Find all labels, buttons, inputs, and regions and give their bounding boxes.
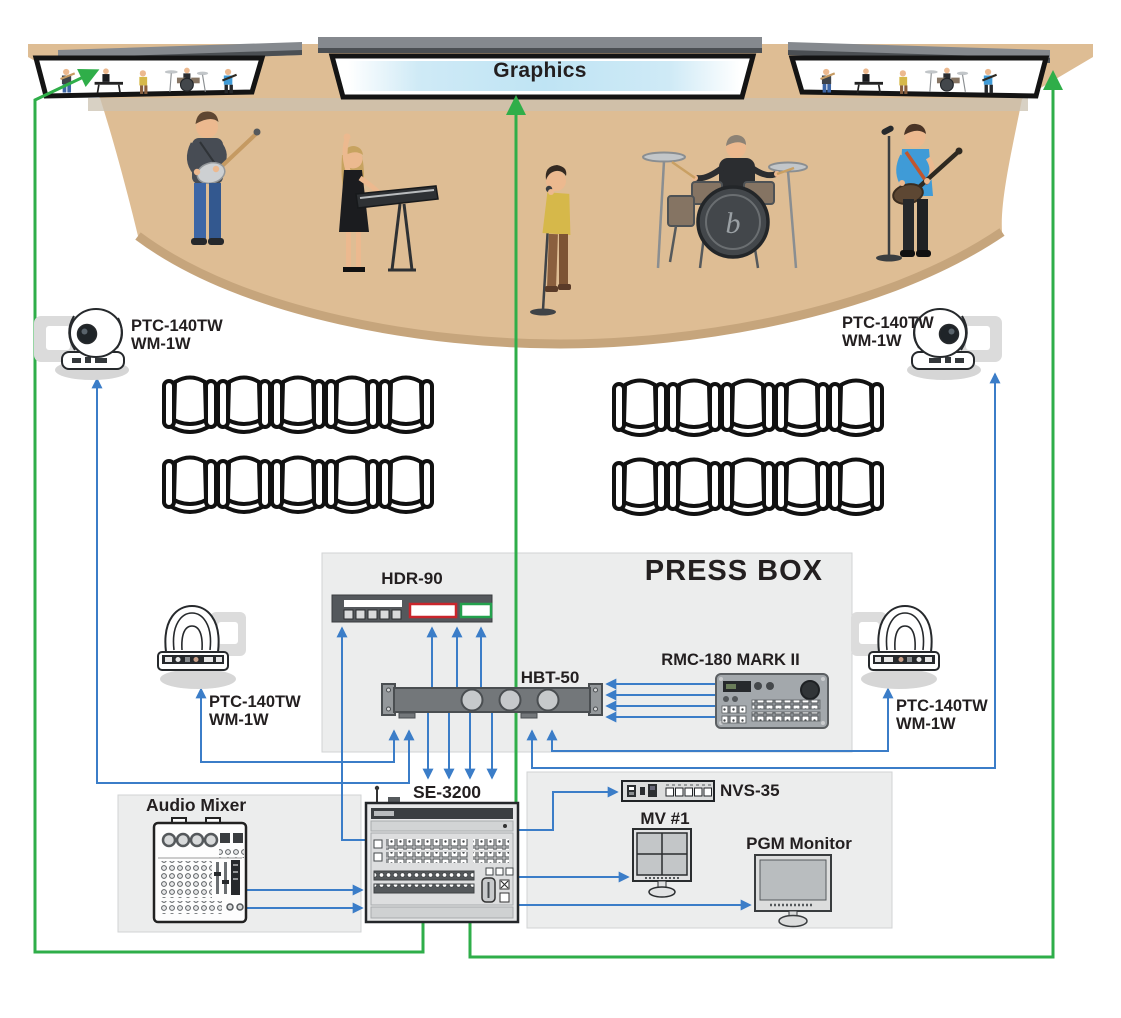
pgm-monitor-label: PGM Monitor [746, 834, 852, 853]
pgm-monitor-device [754, 854, 832, 928]
nvs-35-label: NVS-35 [720, 781, 780, 800]
camera-model: PTC-140TW [131, 317, 223, 335]
rmc-180-device [715, 673, 829, 729]
hdr-90-label: HDR-90 [381, 569, 443, 588]
guitarist-figure [187, 111, 261, 245]
cable-camera-top-left [91, 377, 415, 784]
rmc-180-label: RMC-180 MARK II [661, 651, 800, 669]
se-3200-label: SE-3200 [412, 782, 482, 802]
drummer-figure: b [642, 135, 808, 269]
camera-model: PTC-140TW [896, 697, 988, 715]
camera-mount: WM-1W [209, 711, 269, 730]
band-illustration: b [187, 111, 963, 316]
mv1-monitor [632, 828, 692, 898]
keyboardist-figure [339, 133, 439, 272]
cable-camera-mid-left [195, 687, 400, 763]
hbt-50-label: HBT-50 [520, 668, 580, 687]
cable-switcher-to-encoder [517, 786, 619, 831]
press-box-title: PRESS BOX [644, 555, 823, 587]
cable-switcher-to-hdr [336, 626, 368, 841]
left-video-screen [32, 55, 266, 99]
mv1-label: MV #1 [640, 809, 690, 828]
hdr-90-device [331, 594, 493, 623]
cable-to-right-screen [468, 70, 1063, 959]
cable-camera-top-right [526, 372, 1001, 769]
nvs-35-device [621, 780, 715, 802]
camera-model: PTC-140TW [209, 693, 301, 711]
camera-mount: WM-1W [842, 332, 902, 351]
hbt-50-device [381, 683, 603, 719]
signal-cables [91, 372, 1001, 914]
ptz-camera-top-left [33, 308, 130, 381]
bassist-figure [876, 123, 963, 262]
camera-label-mid-right: PTC-140TW WM-1W [896, 697, 988, 734]
drum-logo: b [726, 207, 741, 240]
se-3200-device [364, 785, 520, 924]
camera-label-top-left: PTC-140TW WM-1W [131, 317, 223, 354]
center-screen-label: Graphics [493, 59, 587, 82]
right-video-screen [788, 55, 1050, 99]
ptz-camera-mid-right [850, 605, 940, 690]
cable-to-left-screen [33, 68, 425, 954]
program-output-cables [33, 68, 1063, 959]
camera-label-mid-left: PTC-140TW WM-1W [209, 693, 301, 730]
camera-model: PTC-140TW [842, 314, 934, 332]
camera-label-top-right: PTC-140TW WM-1W [842, 314, 934, 351]
audio-mixer-label: Audio Mixer [146, 795, 247, 815]
audience-seats [162, 375, 884, 516]
camera-mount: WM-1W [896, 715, 956, 734]
camera-mount: WM-1W [131, 335, 191, 354]
ptz-camera-mid-left [157, 605, 247, 690]
singer-figure [530, 165, 571, 316]
center-graphics-screen [328, 53, 757, 100]
audio-mixer-device [152, 817, 248, 924]
